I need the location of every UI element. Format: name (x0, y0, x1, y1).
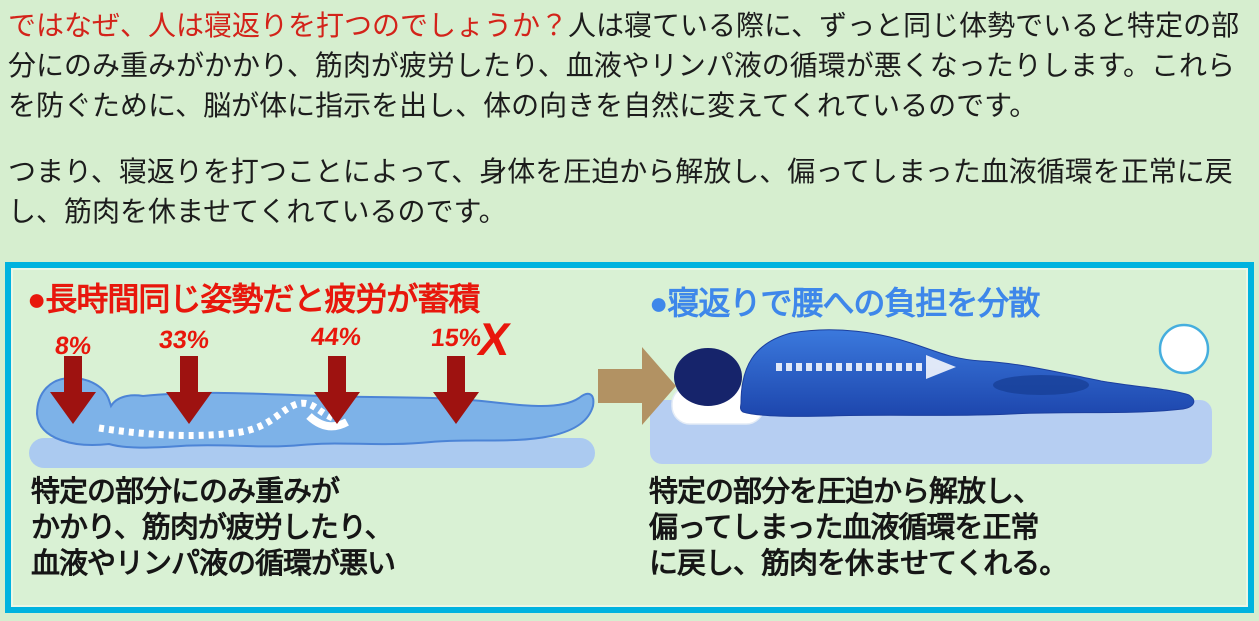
caption-line: 特定の部分にのみ重みが (31, 476, 340, 508)
sleeper-head (674, 348, 742, 406)
right-caption: 特定の部分を圧迫から解放し、 偏ってしまった血液循環を正常 に戻し、筋肉を休ませ… (649, 474, 1068, 582)
left-panel-title: ●長時間同じ姿勢だと疲労が蓄積 (27, 281, 480, 317)
paragraph-1: ではなぜ、人は寝返りを打つのでしょうか？人は寝ている際に、ずっと同じ体勢でいると… (8, 6, 1251, 126)
pressure-label-legs: 15% (429, 324, 483, 352)
pressure-arrow-icon (50, 356, 96, 424)
caption-line: 特定の部分を圧迫から解放し、 (649, 476, 1042, 508)
caption-line: 血液やリンパ液の循環が悪い (31, 548, 396, 580)
pressure-label-back: 33% (157, 326, 211, 354)
spine-arrowhead (926, 355, 956, 379)
transition-right-arrow-icon (598, 347, 676, 425)
pressure-arrow-icon (166, 356, 212, 424)
side-sleeper-body (740, 329, 1195, 417)
caption-line: かかり、筋肉が疲労したり、 (31, 512, 394, 544)
back-sleeper-illustration (29, 356, 595, 468)
side-sleeper-illustration (650, 323, 1212, 464)
question-sentence: ではなぜ、人は寝返りを打つのでしょうか？ (8, 10, 569, 41)
answer-sentence: 人は寝ている際に、ずっと同じ体勢でいると特定の部分にのみ重みがかかり、筋肉が疲労… (8, 10, 1240, 121)
paragraph-2: つまり、寝返りを打つことによって、身体を圧迫から解放し、偏ってしまった血液循環を… (8, 156, 1233, 227)
hip-gap-arc (306, 412, 349, 431)
caption-line: 偏ってしまった血液循環を正常 (649, 512, 1039, 544)
right-panel-title: ●寝返りで腰への負担を分散 (649, 285, 1040, 321)
moon-circle-icon (1158, 323, 1210, 375)
figure-box: ●長時間同じ姿勢だと疲労が蓄積 ●寝返りで腰への負担を分散 8% 33% 44%… (5, 262, 1254, 613)
hip-shadow (993, 375, 1089, 395)
pressure-label-hip: 44% (309, 323, 363, 351)
pressure-arrow-icon (314, 356, 360, 424)
pressure-arrow-icon (433, 356, 479, 424)
intro-text: ではなぜ、人は寝返りを打つのでしょうか？人は寝ている際に、ずっと同じ体勢でいると… (0, 0, 1251, 232)
spine-curve (98, 399, 335, 439)
left-caption: 特定の部分にのみ重みが かかり、筋肉が疲労したり、 血液やリンパ液の循環が悪い (31, 474, 396, 582)
caption-line: に戻し、筋肉を休ませてくれる。 (649, 548, 1068, 580)
lying-body-back (35, 376, 595, 449)
